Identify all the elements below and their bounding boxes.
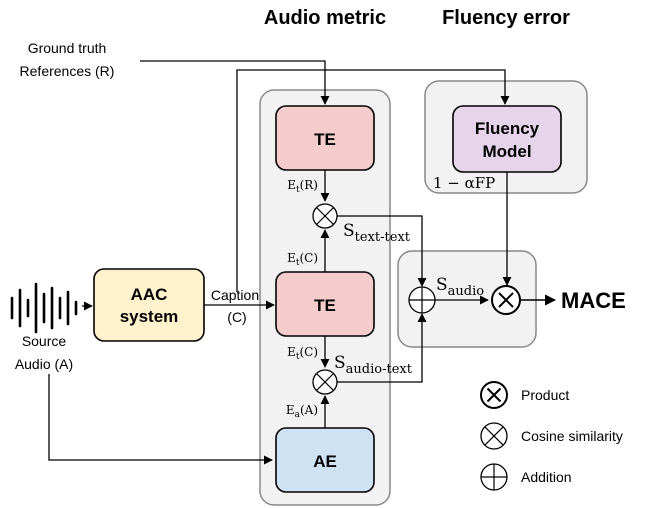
s-text-text-label: Stext-text (343, 221, 411, 245)
aac-system-label-line2: system (120, 307, 179, 326)
text-encoder-mid-label: TE (314, 296, 336, 315)
waveform-icon (10, 282, 78, 334)
addition-node (408, 286, 436, 314)
legend-cosine-label: Cosine similarity (521, 428, 623, 444)
source-audio-label-line2: Audio (A) (15, 356, 73, 372)
ground-truth-label-line1: Ground truth (28, 40, 107, 56)
ground-truth-label-line2: References (R) (20, 63, 115, 79)
aac-system-block (93, 268, 205, 342)
cosine-similarity-audio-node (312, 369, 338, 395)
legend-product-label: Product (521, 387, 569, 403)
s-text-text-to-addition-arrow (337, 215, 427, 287)
mace-output-label: MACE (561, 288, 626, 313)
product-node (491, 285, 521, 315)
s-audio-text-to-addition-arrow (337, 313, 427, 383)
s-audio-text-label: Saudio-text (334, 353, 413, 377)
aac-system-label-line1: AAC (131, 285, 168, 304)
ea-a-label: Ea(A) (286, 403, 318, 420)
s-audio-label: Saudio (436, 275, 484, 299)
caption-label: Caption (211, 287, 259, 303)
audio-to-ae-arrow (48, 374, 273, 465)
text-encoder-top-label: TE (314, 130, 336, 149)
legend-addition-icon (480, 463, 508, 491)
header-audio-metric: Audio metric (264, 7, 386, 29)
et-c-down-label: Et(C) (287, 345, 318, 362)
cosine-similarity-text-node (312, 203, 338, 229)
legend-cosine-icon (480, 422, 508, 450)
et-c-up-label: Et(C) (287, 251, 318, 268)
fluency-model-block (452, 105, 562, 173)
ground-truth-to-te-arrow (140, 60, 330, 105)
et-r-label: Et(R) (287, 178, 318, 195)
caption-symbol-label: (C) (227, 309, 246, 325)
audio-encoder-block (275, 427, 375, 493)
fluency-model-label-line1: Fluency (475, 119, 540, 138)
caption-to-fluency-arrow (236, 69, 510, 292)
header-fluency-error: Fluency error (442, 7, 570, 29)
fluency-model-label-line2: Model (482, 142, 531, 161)
source-audio-label-line1: Source (22, 333, 67, 349)
legend-product-icon (480, 381, 508, 409)
audio-encoder-label: AE (313, 452, 337, 471)
combination-panel (397, 250, 537, 348)
fluency-penalty-label: 1 − αFP (433, 174, 495, 192)
legend-addition-label: Addition (521, 469, 572, 485)
